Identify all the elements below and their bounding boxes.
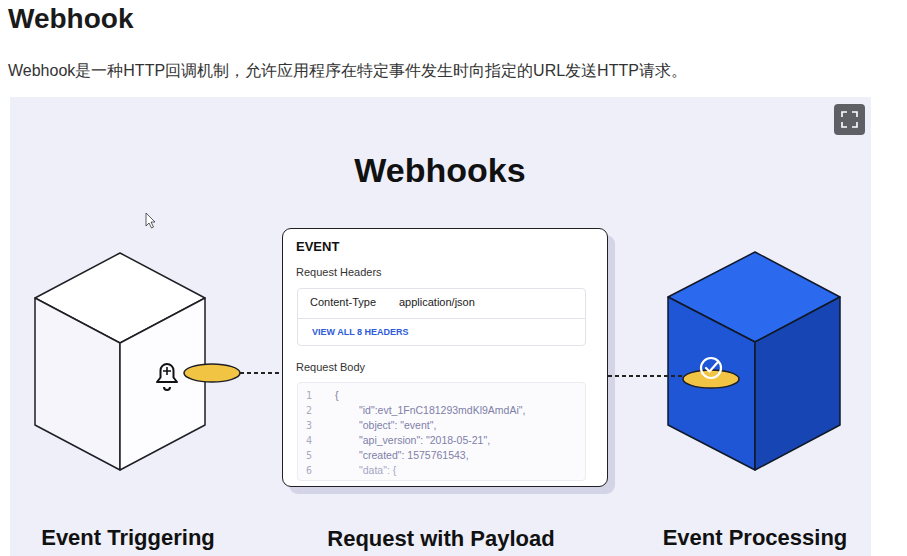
line-number: 4 (306, 435, 312, 447)
body-box: 1 {2 "id":evt_1FnC181293mdKl9AmdAi", 3 "obje… (297, 382, 586, 481)
step-caption: Event Triggering (20, 525, 236, 551)
section-heading: Request Body (296, 361, 365, 374)
expand-icon (834, 104, 865, 135)
event-card: EVENTRequest HeadersRequest BodyRequest … (282, 228, 608, 487)
headers-box: Content-Type application/jsonVIEW ALL 8 H… (297, 288, 586, 346)
code-line: { (335, 389, 339, 402)
code-line: "data": { (359, 464, 396, 477)
processing-cube: Event Processing (684, 250, 844, 550)
link-text: VIEW ALL 8 HEADERS (312, 327, 409, 338)
blue-cube (668, 252, 840, 470)
description: Webhook是一种HTTP回调机制，允许应用程序在特定事件发生时向指定的URL… (8, 61, 687, 80)
page-title: Webhook (8, 2, 133, 36)
dashed-connector (608, 375, 684, 377)
header-name: Content-Type (310, 296, 376, 309)
bell-icon (157, 364, 177, 390)
event-coin (184, 364, 240, 382)
row-divider (298, 318, 585, 319)
code-line: "object": "event", (359, 419, 436, 432)
line-number: 6 (306, 465, 312, 477)
event-source-cube: Event Triggering (30, 250, 240, 550)
step-caption: Request with Payload (233, 526, 649, 552)
code-line: "id":evt_1FnC181293mdKl9AmdAi", (359, 404, 525, 417)
diagram-heading: Webhooks (240, 150, 640, 191)
code-line: "created": 1575761543, (359, 449, 469, 462)
line-number: 2 (306, 405, 312, 417)
dashed-connector (240, 372, 282, 374)
image-panel (10, 97, 871, 556)
check-icon (701, 358, 721, 378)
step-caption: Event Processing (647, 525, 863, 551)
line-number: 1 (306, 390, 312, 402)
card-heading: EVENT (296, 239, 339, 255)
header-value: application/json (399, 296, 475, 309)
white-cube (35, 253, 205, 470)
section-heading: Request Headers (296, 266, 382, 279)
code-line: "api_version": "2018-05-21", (359, 434, 490, 447)
cursor-icon (146, 213, 155, 228)
line-number: 3 (306, 420, 312, 432)
line-number: 5 (306, 450, 312, 462)
